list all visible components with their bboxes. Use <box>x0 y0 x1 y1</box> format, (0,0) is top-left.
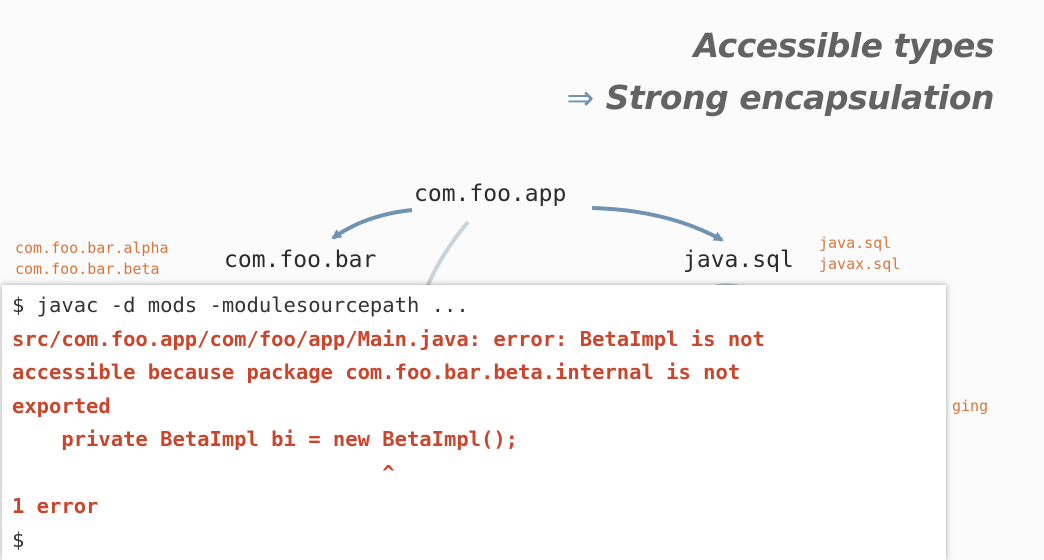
terminal-line: src/com.foo.app/com/foo/app/Main.java: e… <box>12 326 765 351</box>
arrow-app-down-faded <box>423 220 470 293</box>
arrow-app-to-sql <box>591 206 724 242</box>
terminal-line: 1 error <box>12 494 99 518</box>
package-list-java-sql: java.sql javax.sql <box>819 233 900 275</box>
package-name: javax.sql <box>819 255 901 273</box>
package-name: com.foo.bar.alpha <box>15 239 169 257</box>
arrow-app-to-bar <box>331 208 413 240</box>
terminal-line: ^ <box>12 460 395 485</box>
package-name: com.foo.bar.beta <box>15 260 160 278</box>
terminal-line: accessible because package com.foo.bar.b… <box>12 360 741 384</box>
package-list-com-foo-bar: com.foo.bar.alpha com.foo.bar.beta <box>15 238 169 280</box>
package-name-partial: ging <box>952 397 989 415</box>
terminal-output-panel: $ javac -d mods -modulesourcepath ... sr… <box>2 285 946 560</box>
slide-title-line-2-text: Strong encapsulation <box>605 78 995 117</box>
module-com-foo-app: com.foo.app <box>414 181 567 207</box>
module-java-sql: java.sql <box>683 247 794 273</box>
terminal-line: private BetaImpl bi = new BetaImpl(); <box>12 427 519 451</box>
slide-title-line-2: ⇒ Strong encapsulation <box>566 78 994 117</box>
terminal-line: $ javac -d mods -modulesourcepath ... <box>12 293 469 317</box>
implies-arrow-icon: ⇒ <box>566 78 594 117</box>
terminal-prompt[interactable]: $ <box>12 527 25 552</box>
package-name: java.sql <box>819 234 892 252</box>
slide-title-line-1: Accessible types <box>693 26 995 65</box>
module-com-foo-bar: com.foo.bar <box>224 247 377 273</box>
terminal-line: exported <box>12 393 111 418</box>
